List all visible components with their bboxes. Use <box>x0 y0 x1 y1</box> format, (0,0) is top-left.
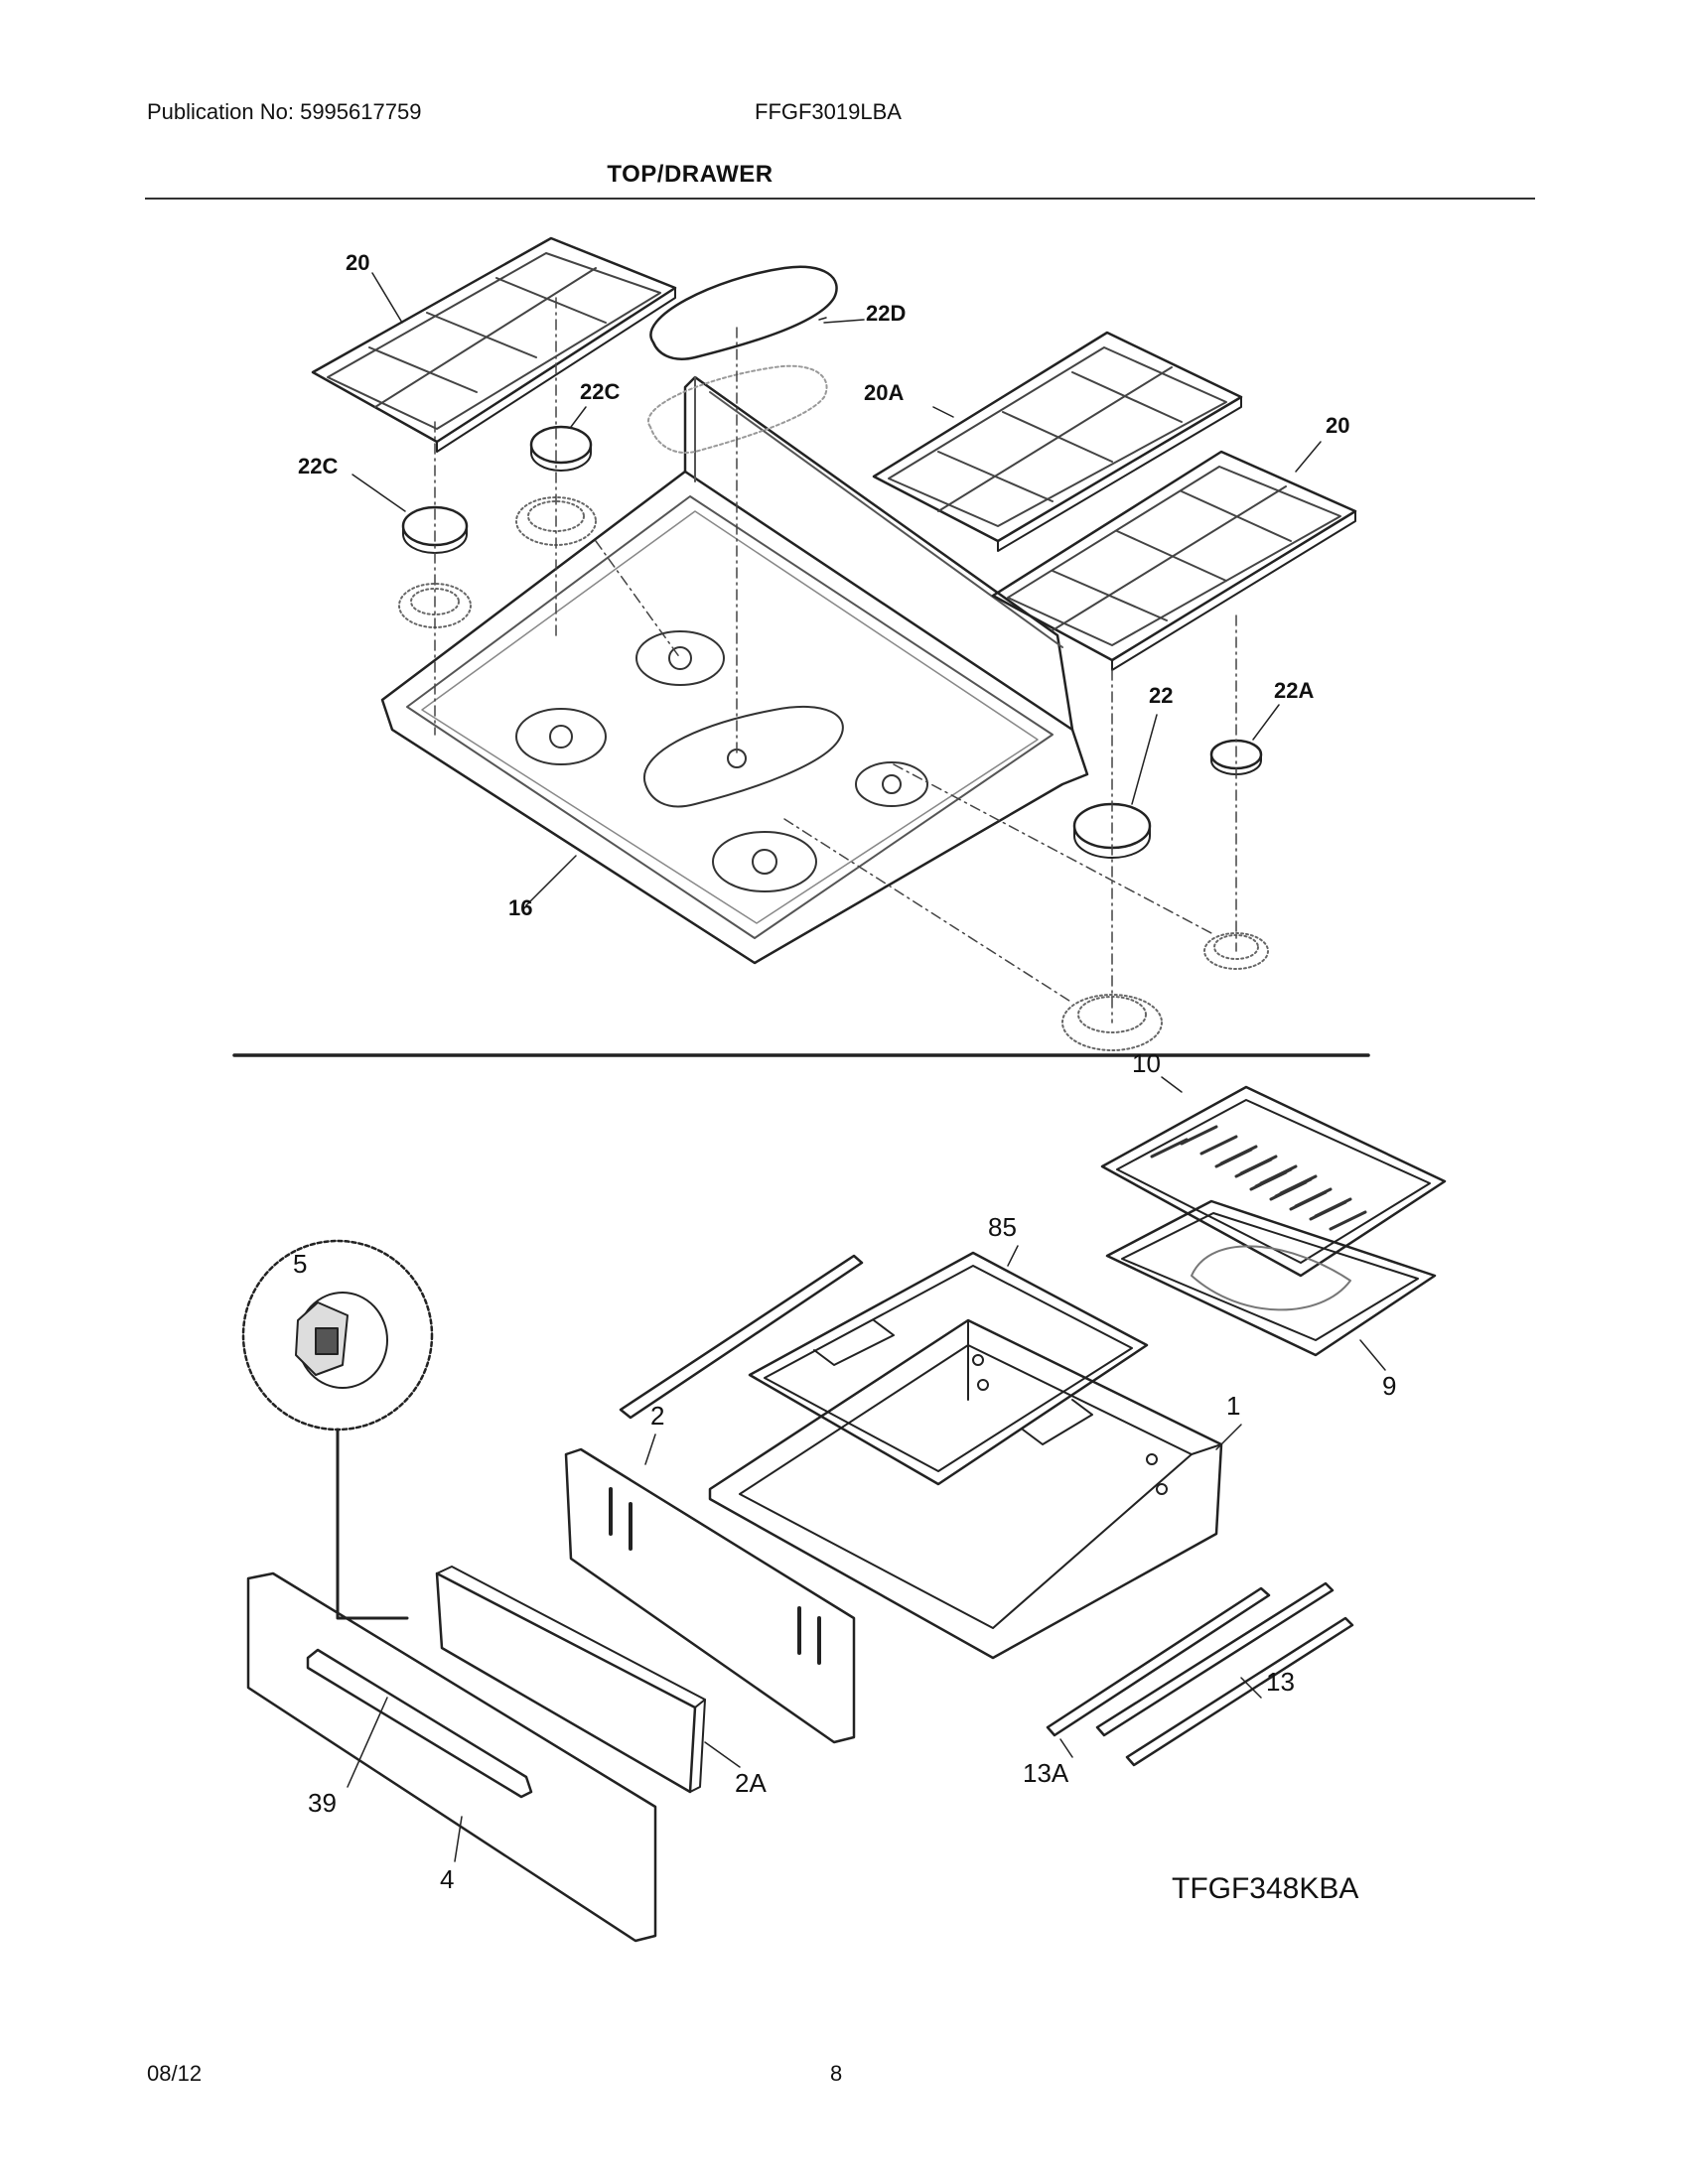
cooktop-assembly <box>380 375 1089 965</box>
oven-rack <box>748 1251 1149 1486</box>
label-2a: 2A <box>735 1768 767 1798</box>
drawer-front <box>246 1571 657 1943</box>
label-22c-upper: 22C <box>580 379 620 404</box>
burner-caps <box>401 425 1263 859</box>
grate-left <box>311 236 677 453</box>
drawer-slides <box>619 1254 1354 1767</box>
broiler-grid <box>1100 1085 1447 1278</box>
model-number: FFGF3019LBA <box>755 99 902 124</box>
label-5: 5 <box>293 1249 307 1279</box>
grate-center <box>872 331 1243 552</box>
label-20a: 20A <box>864 380 904 405</box>
diagram-code: TFGF348KBA <box>1172 1872 1358 1905</box>
drawer-liner <box>435 1566 706 1794</box>
oval-burner-cap <box>647 265 838 454</box>
header-rule <box>145 198 1535 200</box>
label-10: 10 <box>1132 1048 1161 1078</box>
label-22d: 22D <box>866 301 906 326</box>
backsplash <box>683 375 1074 732</box>
label-13: 13 <box>1266 1667 1295 1697</box>
drawer-back <box>564 1447 856 1744</box>
label-22a: 22A <box>1274 678 1314 703</box>
label-13a: 13A <box>1023 1758 1069 1788</box>
cooktop-outline <box>380 470 1089 965</box>
label-20-left: 20 <box>346 250 369 275</box>
label-22c-lower: 22C <box>298 454 338 478</box>
publication-number: Publication No: 5995617759 <box>147 99 422 124</box>
drawer-body <box>708 1318 1223 1660</box>
label-20-right: 20 <box>1326 413 1349 438</box>
grate-right <box>991 450 1357 671</box>
label-39: 39 <box>308 1788 337 1818</box>
footer-date: 08/12 <box>147 2061 203 2086</box>
assembly-lines <box>434 297 1237 1024</box>
page-number: 8 <box>830 2061 843 2086</box>
label-16: 16 <box>508 895 532 920</box>
label-1: 1 <box>1226 1391 1240 1421</box>
label-9: 9 <box>1382 1371 1396 1401</box>
label-85: 85 <box>988 1212 1017 1242</box>
label-2: 2 <box>650 1401 664 1431</box>
leader-lines-top <box>352 272 1322 906</box>
leader-lines-bottom <box>347 1076 1386 1862</box>
label-4: 4 <box>440 1864 454 1894</box>
knob-detail <box>241 1239 434 1620</box>
cap-22c-upper <box>529 425 593 465</box>
burner-heads <box>398 496 1269 1051</box>
broiler-pan <box>1105 1199 1437 1357</box>
burner-openings <box>515 630 928 892</box>
label-22: 22 <box>1149 683 1173 708</box>
section-title: TOP/DRAWER <box>607 161 774 188</box>
